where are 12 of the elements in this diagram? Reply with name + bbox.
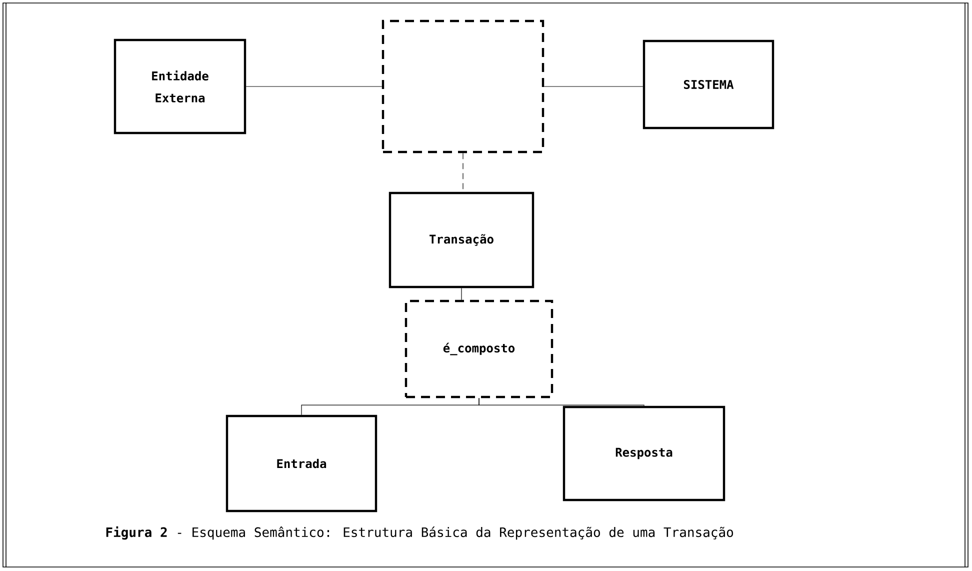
entity-box: Entidade Externa bbox=[114, 38, 246, 134]
entity-box: SISTEMA bbox=[642, 40, 774, 130]
connector-line bbox=[478, 398, 644, 406]
dashed-box bbox=[382, 20, 544, 154]
connector-line bbox=[544, 86, 644, 87]
caption: Figura 2 - Esquema Semântico: Estrutura Básica da Representação de uma Transação bbox=[106, 526, 734, 540]
dashed-box: é_composto bbox=[404, 300, 554, 398]
entity-box: Resposta bbox=[562, 406, 726, 502]
entity-box: Transação bbox=[388, 192, 534, 288]
entity-box: Entrada bbox=[226, 414, 378, 512]
connector-line bbox=[461, 288, 462, 300]
connector-line bbox=[246, 86, 382, 87]
